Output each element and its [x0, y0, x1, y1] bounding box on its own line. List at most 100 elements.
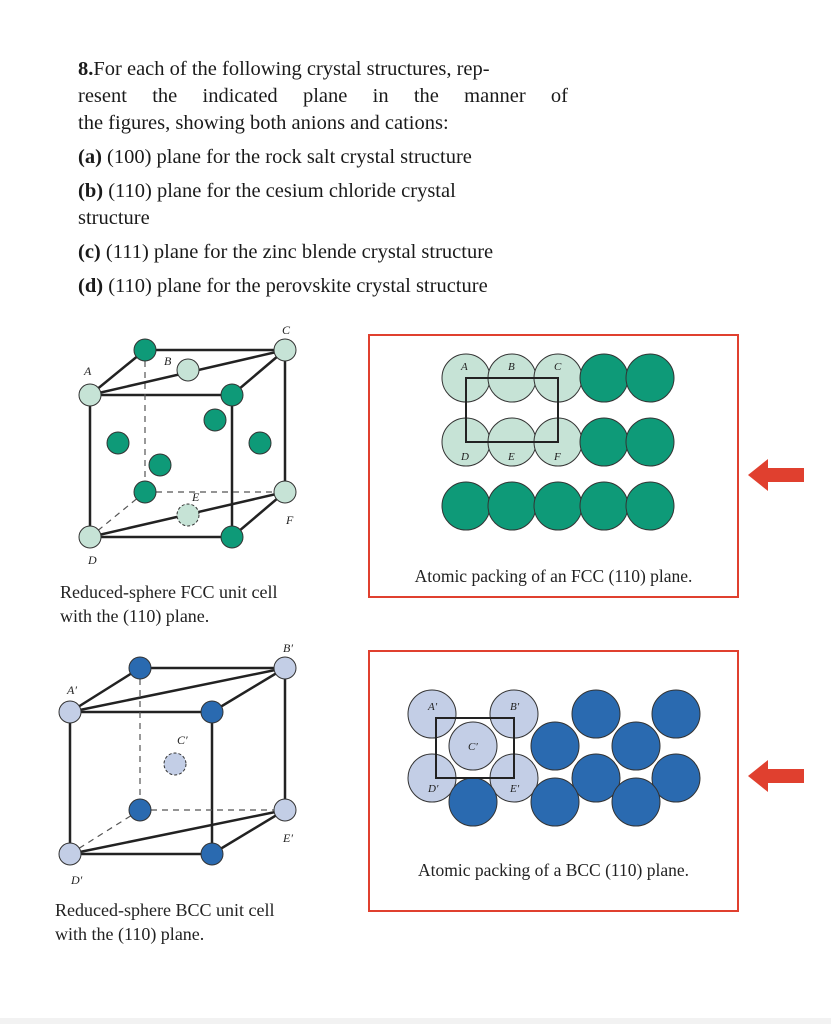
bcc-atom-a: [58, 700, 82, 724]
fcc-label-b: B: [164, 354, 172, 368]
problem-intro-line-3: the figures, showing both anions and cat…: [78, 112, 449, 134]
fcc-atom-a: [78, 383, 102, 407]
bcc-cube-edge: [211, 666, 286, 714]
fcc-atom-d: [78, 525, 102, 549]
bcc-atom-d: [58, 842, 82, 866]
part-b: (b) (110) plane for the cesium chloride …: [78, 178, 568, 232]
part-a: (a) (100) plane for the rock salt crysta…: [78, 144, 568, 171]
bcc-caption: Reduced-sphere BCC unit cell with the (1…: [55, 898, 274, 946]
part-b-text-2: structure: [78, 207, 150, 229]
part-d-label: (d): [78, 275, 104, 297]
fcc-atom-face: [106, 431, 130, 455]
fcc-packing-label-d: D: [460, 451, 469, 463]
bcc-packing-atom: [611, 721, 661, 771]
fcc-packing-atom: [625, 481, 675, 531]
fcc-packing-atom: [625, 353, 675, 403]
fcc-atom-f: [273, 480, 297, 504]
fcc-label-c: C: [282, 323, 291, 337]
fcc-packing-atom: [533, 481, 583, 531]
fcc-unit-cell-figure: A B C D E F: [78, 323, 297, 567]
bcc-label-b: B′: [283, 641, 293, 655]
bcc-atom-corner: [200, 700, 224, 724]
bcc-packing-atom-a: [407, 689, 457, 739]
fcc-packing-label-f: F: [553, 451, 561, 463]
bcc-hidden-edge: [69, 809, 141, 855]
fcc-label-e: E: [191, 490, 200, 504]
bcc-packing-atom: [651, 753, 701, 803]
fcc-atom-face: [203, 408, 227, 432]
fcc-packing-label-e: E: [507, 451, 515, 463]
bcc-packing-atom: [571, 753, 621, 803]
fcc-atom-b: [176, 358, 200, 382]
bcc-packing-atom: [530, 777, 580, 827]
part-a-label: (a): [78, 146, 102, 168]
bcc-packing-unit-outline: [435, 717, 515, 779]
bcc-label-c: C′: [177, 733, 188, 747]
part-a-text: (100) plane for the rock salt crystal st…: [107, 146, 472, 168]
fcc-packing-atom: [441, 481, 491, 531]
bcc-packing-diagram: A′ B′ C′ D′ E′: [407, 689, 701, 827]
part-c: (c) (111) plane for the zinc blende crys…: [78, 239, 568, 266]
fcc-label-a: A: [83, 364, 92, 378]
bcc-atom-corner: [128, 798, 152, 822]
problem-statement: 8.For each of the following crystal stru…: [78, 56, 568, 300]
bcc-label-d: D′: [70, 873, 83, 887]
bcc-atom-e: [273, 798, 297, 822]
problem-intro-line-2: resent the indicated plane in the manner…: [78, 85, 568, 107]
fcc-packing-atom: [579, 417, 629, 467]
fcc-packing-unit-outline: [465, 377, 559, 443]
part-c-label: (c): [78, 241, 101, 263]
bcc-plane-edge: [69, 808, 286, 856]
bcc-label-a: A′: [66, 683, 77, 697]
fcc-hidden-edge: [89, 491, 146, 538]
fcc-caption-line-1: Reduced-sphere FCC unit cell: [60, 582, 278, 602]
bcc-caption-line-1: Reduced-sphere BCC unit cell: [55, 900, 275, 920]
fcc-atom-c: [273, 338, 297, 362]
page-bottom-strip: [0, 1018, 831, 1024]
fcc-label-f: F: [285, 513, 294, 527]
bcc-packing-label-e: E′: [509, 783, 520, 795]
fcc-atom-face: [148, 453, 172, 477]
fcc-atom-corner: [220, 383, 244, 407]
part-d: (d) (110) plane for the perovskite cryst…: [78, 273, 568, 300]
fcc-packing-label-c: C: [554, 361, 562, 373]
bcc-packing-label-b: B′: [510, 701, 520, 713]
bcc-atom-c: [163, 752, 187, 776]
bcc-packing-box: A′ B′ C′ D′ E′ Atomic packing of a BCC (…: [368, 650, 739, 912]
fcc-atom-corner: [133, 480, 157, 504]
bcc-packing-label-a: A′: [427, 701, 438, 713]
bcc-cube-front-face: [68, 710, 214, 856]
bcc-atom-b: [273, 656, 297, 680]
fcc-packing-atom: [625, 417, 675, 467]
part-c-text: (111) plane for the zinc blende crystal …: [105, 241, 494, 263]
problem-intro-line-1: For each of the following crystal struct…: [93, 58, 490, 80]
fcc-atom-face: [248, 431, 272, 455]
arrow-left-icon: [748, 459, 804, 491]
fcc-atom-corner: [133, 338, 157, 362]
problem-number: 8.: [78, 58, 94, 80]
fcc-cube-edge: [231, 349, 286, 396]
fcc-packing-box: A B C D E F Atomic packing of an FCC (11…: [368, 334, 739, 598]
bcc-plane-edge: [69, 666, 286, 714]
bcc-packing-label-d: D′: [427, 783, 439, 795]
fcc-caption: Reduced-sphere FCC unit cell with the (1…: [60, 580, 277, 628]
arrow-left-icon: [748, 760, 804, 792]
fcc-caption-line-2: with the (110) plane.: [60, 606, 210, 626]
bcc-packing-atom: [448, 777, 498, 827]
bcc-packing-caption: Atomic packing of a BCC (110) plane.: [417, 860, 690, 880]
bcc-packing-atom-c: [448, 721, 498, 771]
part-b-label: (b): [78, 180, 104, 202]
bcc-packing-atom: [651, 689, 701, 739]
fcc-packing-label-a: A: [460, 361, 468, 373]
fcc-packing-atom: [487, 481, 537, 531]
bcc-packing-atom: [611, 777, 661, 827]
bcc-packing-label-c: C′: [468, 741, 478, 753]
fcc-packing-atom: [579, 481, 629, 531]
bcc-caption-line-2: with the (110) plane.: [55, 924, 205, 944]
fcc-atom-e: [176, 503, 200, 527]
fcc-packing-diagram: A B C D E F: [441, 353, 675, 531]
part-d-text: (110) plane for the perovskite crystal s…: [108, 275, 488, 297]
bcc-packing-atom: [530, 721, 580, 771]
bcc-unit-cell-figure: A′ B′ C′ D′ E′: [58, 641, 297, 887]
bcc-packing-atom: [571, 689, 621, 739]
